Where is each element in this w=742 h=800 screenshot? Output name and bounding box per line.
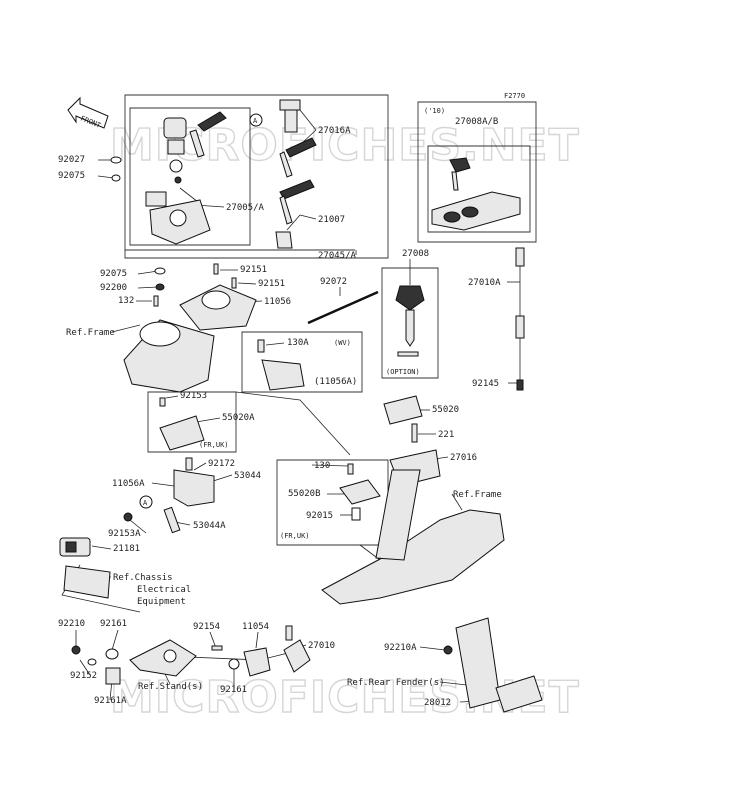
- svg-text:A: A: [143, 499, 148, 507]
- bracket-11056: [179, 263, 257, 331]
- part-label-p21007: 21007: [318, 215, 345, 225]
- callout-a-top: A: [249, 113, 263, 127]
- wv-label: (WV): [334, 339, 351, 347]
- part-label-prefframe1: Ref.Frame: [66, 328, 115, 338]
- part-label-p55020b: 55020B: [288, 489, 321, 499]
- part-label-pelectrical: Electrical: [137, 585, 191, 595]
- part-label-pequipment: Equipment: [137, 597, 186, 607]
- part-label-p221: 221: [438, 430, 454, 440]
- part-label-p92161aa: 92161A: [94, 696, 127, 706]
- part-label-prefstand: Ref.Stand(s): [138, 682, 203, 692]
- part-label-p92161a: 92161: [100, 619, 127, 629]
- fr-uk-label-2: (FR,UK): [280, 532, 310, 540]
- group-box-ignition-set: [124, 94, 389, 259]
- part-label-p53044a: 53044A: [193, 521, 226, 531]
- year-10-label: ('10): [424, 107, 445, 115]
- part-label-p27016: 27016: [450, 453, 477, 463]
- svg-text:A: A: [253, 117, 258, 125]
- part-label-prefrearfender: Ref.Rear Fender(s): [347, 678, 445, 688]
- part-label-p92015: 92015: [306, 511, 333, 521]
- part-label-p28012: 28012: [424, 698, 451, 708]
- part-label-p53044: 53044: [234, 471, 261, 481]
- option-key-27008: [395, 285, 425, 357]
- relay-21181: [59, 537, 111, 599]
- ignition-switch-assembly: [145, 111, 227, 245]
- part-label-p92200: 92200: [100, 283, 127, 293]
- part-label-p92153: 92153: [180, 391, 207, 401]
- washers: [110, 156, 166, 307]
- option-label: (OPTION): [386, 368, 420, 376]
- key-fob-27008ab: [431, 157, 521, 231]
- part-label-p92145: 92145: [472, 379, 499, 389]
- key-set-27016a: [279, 99, 317, 178]
- group-box-switch-inner: [129, 107, 251, 246]
- front-arrow-icon: FRONT: [67, 96, 109, 130]
- part-label-p27016a: 27016A: [318, 126, 351, 136]
- part-label-p92075a: 92075: [58, 171, 85, 181]
- part-label-p27008ab: 27008A/B: [455, 117, 498, 127]
- part-label-p92210: 92210: [58, 619, 85, 629]
- part-label-p55020a: 55020A: [222, 413, 255, 423]
- part-label-prefframe2: Ref.Frame: [453, 490, 502, 500]
- key-set-21007: [275, 179, 315, 249]
- part-label-p27010: 27010: [308, 641, 335, 651]
- part-label-p92152: 92152: [70, 671, 97, 681]
- part-label-p11056: 11056: [264, 297, 291, 307]
- part-label-prefchassis: Ref.Chassis: [113, 573, 173, 583]
- ref-frame-head: [123, 319, 215, 393]
- part-label-p27005a: 27005/A: [226, 203, 265, 213]
- part-label-p130: 130: [314, 461, 330, 471]
- bracket-55020a: [159, 397, 205, 451]
- part-label-p27010a: 27010A: [468, 278, 501, 288]
- callout-a-middle: A: [139, 495, 153, 509]
- part-label-p92153a: 92153A: [108, 529, 141, 539]
- part-label-p92161b: 92161: [220, 685, 247, 695]
- part-label-p11056a_paren: (11056A): [314, 377, 357, 387]
- group-box-wv: [241, 331, 363, 393]
- watermark-top: MICROFICHES.NET: [110, 120, 580, 171]
- part-label-p92151a: 92151: [240, 265, 267, 275]
- part-label-p92210a: 92210A: [384, 643, 417, 653]
- part-label-p27008: 27008: [402, 249, 429, 259]
- cable-tie-92072: [307, 290, 379, 325]
- part-label-p55020: 55020: [432, 405, 459, 415]
- group-box-option: [381, 267, 439, 379]
- part-label-p92172: 92172: [208, 459, 235, 469]
- rear-fender-28012: [443, 617, 543, 713]
- group-box-year-10: [417, 101, 537, 243]
- part-label-p11056a: 11056A: [112, 479, 145, 489]
- group-box-fr-uk-1: [147, 391, 237, 453]
- bracket-11056a: [123, 457, 215, 534]
- figure-code: F2770: [504, 92, 525, 100]
- part-label-p92154: 92154: [193, 622, 220, 632]
- stand-switch-parts: [71, 625, 311, 685]
- ref-frame-rear: [321, 469, 505, 605]
- part-labels: 920279207527016A27005/A2100727045/A27008…: [58, 117, 502, 708]
- fr-uk-label-1: (FR,UK): [199, 441, 229, 449]
- part-label-p27045a: 27045/A: [318, 251, 357, 261]
- bracket-55020b: [339, 463, 381, 521]
- part-label-p92075b: 92075: [100, 269, 127, 279]
- wv-bracket-11056a: [257, 339, 305, 391]
- part-label-p92151b: 92151: [258, 279, 285, 289]
- part-label-p92072: 92072: [320, 277, 347, 287]
- part-label-p11054: 11054: [242, 622, 269, 632]
- sensor-harness-27010a: [515, 247, 525, 391]
- part-label-p92027: 92027: [58, 155, 85, 165]
- part-label-p21181: 21181: [113, 544, 140, 554]
- part-label-p132: 132: [118, 296, 134, 306]
- part-label-p130a: 130A: [287, 338, 309, 348]
